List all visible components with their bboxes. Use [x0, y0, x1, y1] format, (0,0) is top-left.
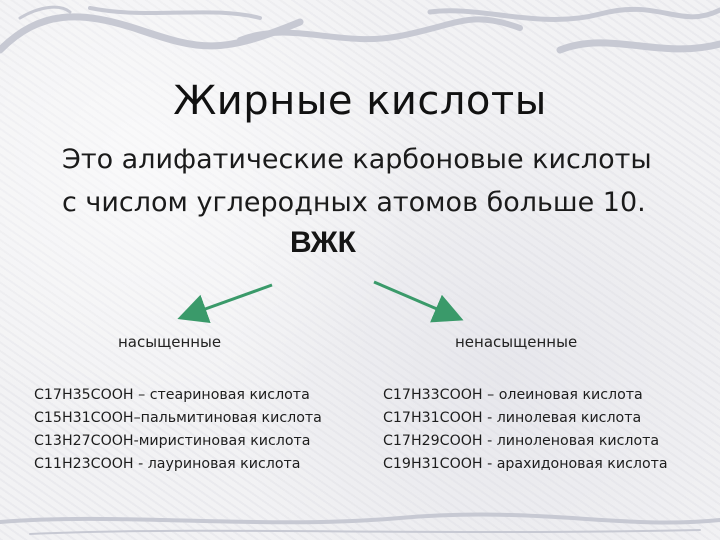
unsaturated-acids-list: C17H33COOH – олеиновая кислота C17H31COO…: [383, 384, 668, 476]
list-item: C17H35COOH – стеариновая кислота: [34, 387, 310, 403]
list-item: C11H23COOH - лауриновая кислота: [34, 456, 301, 472]
definition-text: Это алифатические карбоновые кислоты с ч…: [62, 138, 702, 224]
list-item: C19H31COOH - арахидоновая кислота: [383, 456, 668, 472]
arrow-right: [373, 280, 464, 323]
list-item: C15H31COOH–пальмитиновая кислота: [34, 410, 322, 426]
list-item: C17H31COOH - линолевая кислота: [383, 410, 642, 426]
list-item: C17H29COOH - линоленовая кислота: [383, 433, 660, 449]
category-saturated: насыщенные: [118, 333, 222, 351]
list-item: C13H27COOH-миристиновая кислота: [34, 433, 311, 449]
slide-title: Жирные кислоты: [173, 78, 547, 124]
heading-vjk: ВЖК: [290, 226, 356, 259]
saturated-acids-list: C17H35COOH – стеариновая кислота C15H31C…: [34, 384, 322, 476]
top-decoration: [0, 5, 720, 54]
definition-line-2: с числом углеродных атомов больше 10.: [62, 187, 646, 218]
arrow-left: [177, 283, 273, 323]
category-unsaturated: ненасыщенные: [455, 333, 578, 351]
list-item: C17H33COOH – олеиновая кислота: [383, 387, 643, 403]
definition-line-1: Это алифатические карбоновые кислоты: [62, 144, 652, 175]
bottom-decoration: [0, 512, 720, 535]
